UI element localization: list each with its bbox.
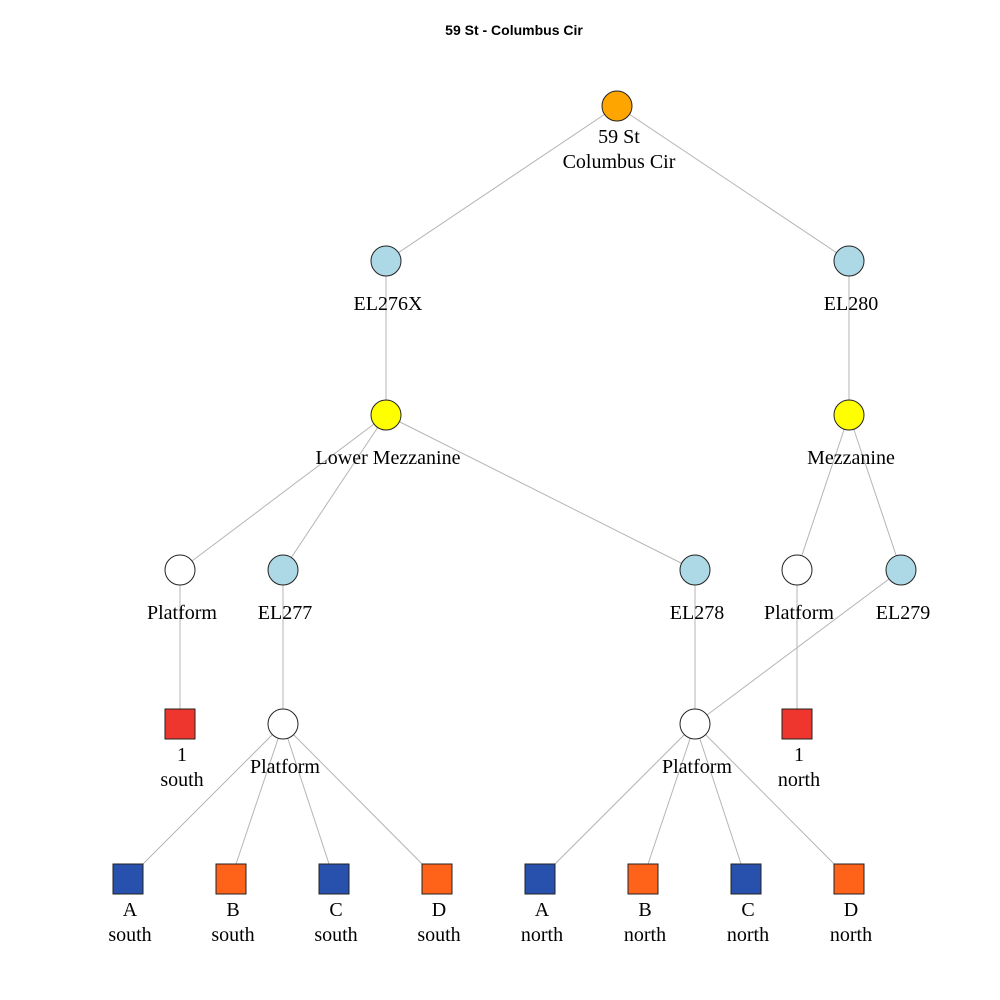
edge-lower-mezz-el278 <box>385 414 696 571</box>
node-el276x-circle <box>370 245 402 277</box>
node-route-d-south-square <box>421 863 453 895</box>
node-label-route-1-south-0: 1 <box>177 744 187 766</box>
node-platform-1s: Platform <box>147 554 217 624</box>
edge-platform-s-route-a-south <box>127 723 284 880</box>
node-label-el276x-0: EL276X <box>354 293 423 315</box>
edge-platform-n-route-a-north <box>539 723 696 880</box>
node-label-route-1-south-1: south <box>160 769 203 791</box>
node-label-platform-n-0: Platform <box>662 756 732 778</box>
node-route-b-south-square <box>215 863 247 895</box>
edge-lower-mezz-el277 <box>282 414 387 571</box>
node-route-1-south-square <box>164 708 196 740</box>
edge-lower-mezz-platform-1s <box>179 414 387 571</box>
node-label-route-c-south-1: south <box>314 924 357 946</box>
node-label-route-b-south-0: B <box>226 899 239 921</box>
node-route-a-south-square <box>112 863 144 895</box>
edge-platform-s-route-b-south <box>230 723 284 880</box>
node-label-el280-0: EL280 <box>824 293 878 315</box>
node-label-route-c-south-0: C <box>329 899 342 921</box>
node-label-route-1-north-0: 1 <box>794 744 804 766</box>
node-label-lower-mezz-0: Lower Mezzanine <box>316 447 461 469</box>
node-label-station-1: Columbus Cir <box>563 151 676 173</box>
node-label-platform-1n-0: Platform <box>764 602 834 624</box>
node-route-d-north-square <box>833 863 865 895</box>
edge-station-el280 <box>616 105 850 262</box>
node-station: 59 St Columbus Cir <box>563 90 676 173</box>
node-label-station-0: 59 St <box>598 126 640 148</box>
edges-layer <box>127 105 902 880</box>
edge-platform-n-route-c-north <box>694 723 747 880</box>
edge-platform-n-route-b-north <box>642 723 696 880</box>
node-el280-circle <box>833 245 865 277</box>
node-label-route-1-north-1: north <box>778 769 820 791</box>
node-route-c-north-square <box>730 863 762 895</box>
node-label-route-a-north-1: north <box>521 924 563 946</box>
node-platform-s-circle <box>267 708 299 740</box>
node-label-route-d-north-0: D <box>844 899 858 921</box>
node-route-1-north-square <box>781 708 813 740</box>
edge-station-el276x <box>385 105 618 262</box>
node-label-el278-0: EL278 <box>670 602 724 624</box>
node-label-route-d-north-1: north <box>830 924 872 946</box>
node-label-route-b-north-1: north <box>624 924 666 946</box>
node-label-route-c-north-1: north <box>727 924 769 946</box>
node-label-el279-0: EL279 <box>876 602 930 624</box>
edge-platform-s-route-d-south <box>282 723 438 880</box>
edge-platform-s-route-c-south <box>282 723 335 880</box>
node-mezz: Mezzanine <box>807 399 895 469</box>
node-el280: EL280 <box>824 245 878 315</box>
node-el277: EL277 <box>258 554 312 624</box>
node-platform-n-circle <box>679 708 711 740</box>
node-label-route-c-north-0: C <box>741 899 754 921</box>
node-el279: EL279 <box>876 554 930 624</box>
node-route-c-south-square <box>318 863 350 895</box>
node-platform-s: Platform <box>250 708 320 778</box>
node-platform-1n: Platform <box>764 554 834 624</box>
node-label-route-b-south-1: south <box>211 924 254 946</box>
node-route-1-south: 1 south <box>160 708 204 791</box>
node-platform-1n-circle <box>781 554 813 586</box>
node-label-route-b-north-0: B <box>638 899 651 921</box>
node-route-a-north-square <box>524 863 556 895</box>
node-station-circle <box>601 90 633 122</box>
node-platform-n: Platform <box>662 708 732 778</box>
diagram-title: 59 St - Columbus Cir <box>445 22 583 38</box>
node-label-el277-0: EL277 <box>258 602 312 624</box>
node-route-1-north: 1 north <box>778 708 820 791</box>
node-lower-mezz-circle <box>370 399 402 431</box>
node-label-mezz-0: Mezzanine <box>807 447 895 469</box>
node-label-route-a-north-0: A <box>535 899 550 921</box>
node-el278: EL278 <box>670 554 724 624</box>
node-mezz-circle <box>833 399 865 431</box>
edge-mezz-platform-1n <box>796 414 850 571</box>
node-lower-mezz: Lower Mezzanine <box>316 399 461 469</box>
node-label-route-d-south-1: south <box>417 924 460 946</box>
node-label-platform-1s-0: Platform <box>147 602 217 624</box>
node-label-platform-s-0: Platform <box>250 756 320 778</box>
node-el277-circle <box>267 554 299 586</box>
edge-platform-n-route-d-north <box>694 723 850 880</box>
edge-el279-platform-n <box>694 569 902 725</box>
node-el279-circle <box>885 554 917 586</box>
node-el278-circle <box>679 554 711 586</box>
node-label-route-d-south-0: D <box>432 899 446 921</box>
node-label-route-a-south-0: A <box>123 899 138 921</box>
node-el276x: EL276X <box>354 245 423 315</box>
edge-mezz-el279 <box>848 414 902 571</box>
node-route-b-north-square <box>627 863 659 895</box>
node-platform-1s-circle <box>164 554 196 586</box>
node-label-route-a-south-1: south <box>108 924 151 946</box>
